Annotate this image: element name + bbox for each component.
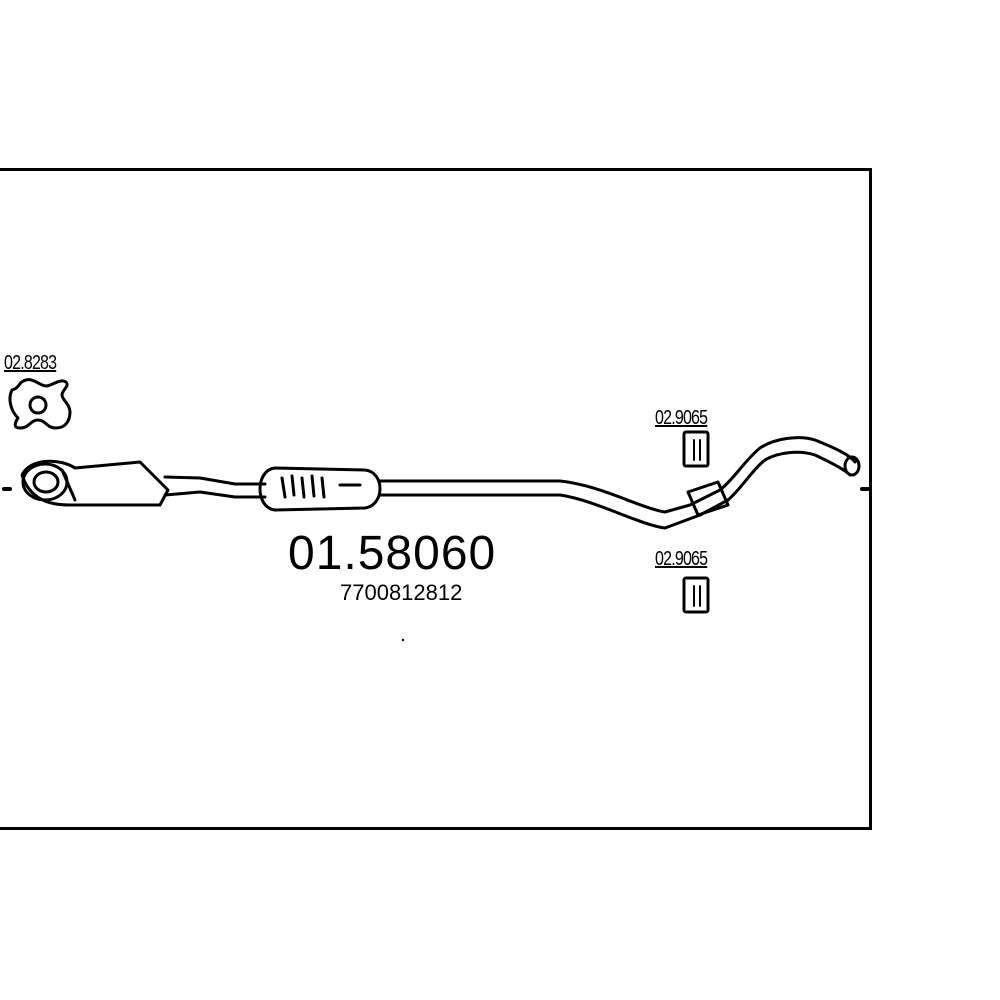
main-part-number: 01.58060 [288,527,497,580]
rear-pipe-icon [378,436,861,530]
gasket-part-code: 02.8283 [4,352,57,374]
clamp-part-code-upper: 02.9065 [655,407,708,429]
clamp-icon [682,430,710,468]
gasket-icon [8,378,72,430]
front-silencer-icon [20,459,170,507]
middle-silencer-icon [258,466,382,512]
oe-number: 7700812812 [340,580,463,605]
drawing-frame [0,168,872,830]
pipe-front-icon [163,475,267,499]
clamp-icon [682,576,710,614]
clamp-part-code-lower: 02.9065 [655,548,708,570]
